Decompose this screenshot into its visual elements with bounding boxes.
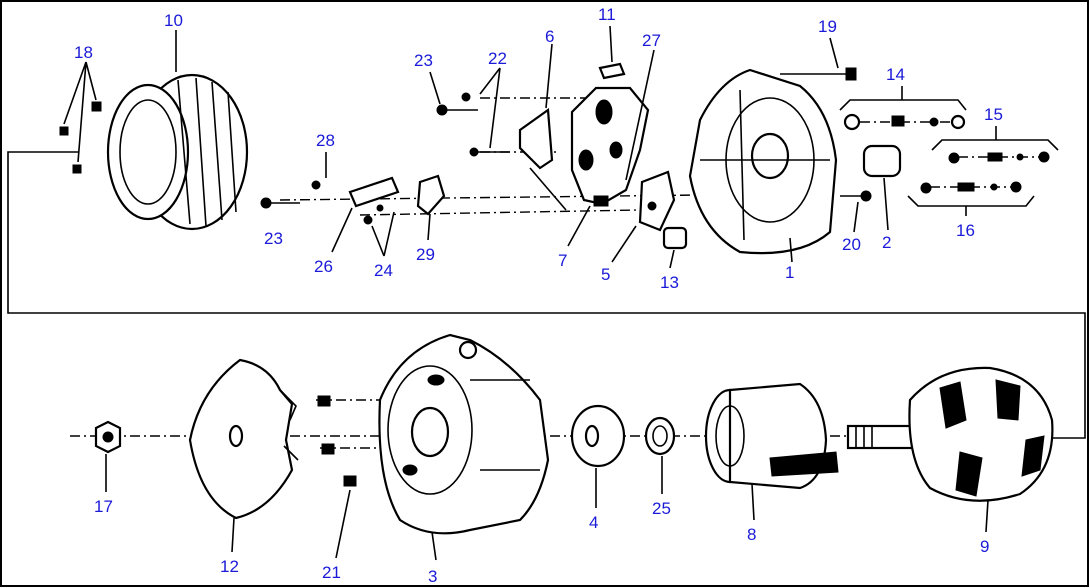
label-29: 29: [416, 245, 435, 264]
leader-27: [625, 49, 655, 181]
label-23-top: 23: [414, 51, 433, 70]
label-16: 16: [956, 221, 975, 240]
label-13: 13: [660, 273, 679, 292]
leader-2: [883, 177, 889, 231]
label-4: 4: [589, 513, 598, 532]
label-2: 2: [882, 233, 891, 252]
leader-29: [427, 213, 431, 241]
terminal-clip-part: [416, 174, 446, 216]
leader-lines: [63, 30, 177, 163]
nut-part: [311, 180, 321, 190]
upper-axis-line: [279, 194, 701, 201]
label-19: 19: [818, 17, 837, 36]
label-11: 11: [598, 5, 616, 24]
label-23-lower: 23: [264, 229, 283, 248]
sleeve-part: [862, 144, 902, 178]
label-14: 14: [886, 65, 905, 84]
label-18: 18: [74, 43, 93, 62]
label-21: 21: [322, 563, 341, 582]
leader-11: [609, 25, 613, 63]
bearing-part: [644, 416, 676, 456]
spacer-part: [570, 404, 626, 468]
leader-13: [669, 249, 675, 269]
assembly-connection-frame: [7, 151, 1086, 439]
leader-12: [231, 517, 235, 553]
leader-23-top: [429, 71, 441, 105]
stator-part: [106, 73, 249, 231]
bracket-part: [518, 107, 567, 211]
screws-upper-part: [436, 92, 510, 157]
label-8: 8: [747, 525, 756, 544]
stator-screws-part: [59, 101, 102, 174]
label-27: 27: [642, 31, 661, 50]
mounting-screws-part: [317, 395, 357, 487]
label-28: 28: [316, 131, 335, 150]
label-15: 15: [984, 105, 1003, 124]
leader-19: [829, 37, 839, 69]
through-bolt-part: [780, 67, 857, 81]
bushing-part: [662, 226, 688, 250]
label-10: 10: [164, 11, 183, 30]
leader-26: [331, 207, 353, 253]
label-20: 20: [842, 235, 861, 254]
leader-7: [567, 205, 591, 247]
leader-8: [751, 483, 755, 521]
leader-9: [985, 499, 989, 533]
label-22: 22: [488, 49, 507, 68]
label-26: 26: [314, 257, 333, 276]
label-17: 17: [94, 497, 113, 516]
label-7: 7: [558, 251, 567, 270]
rotor-part: [846, 366, 1054, 502]
label-3: 3: [428, 567, 437, 586]
leader-24: [371, 211, 395, 257]
upper-axis-line-2: [359, 209, 641, 216]
leader-3: [431, 531, 437, 561]
hardware-kit-15-part: [931, 139, 1059, 164]
field-coil-part: [704, 382, 839, 490]
screw-20-part: [840, 190, 872, 202]
leader-6: [545, 43, 553, 109]
label-1: 1: [785, 263, 794, 282]
washers-part: [363, 204, 384, 225]
terminal-part: [638, 170, 676, 232]
label-25: 25: [652, 499, 671, 518]
screw-part: [260, 197, 300, 209]
leader-21: [335, 489, 351, 559]
leader-5: [611, 225, 637, 263]
hardware-kit-16-part: [907, 181, 1035, 207]
rectifier-assembly-part: [570, 62, 650, 207]
slip-ring-end-housing-part: [688, 68, 838, 255]
leader-22: [479, 67, 501, 149]
fan-part: [188, 358, 299, 520]
insulator-part: [348, 176, 400, 208]
drive-end-housing-part: [378, 333, 550, 535]
label-24: 24: [374, 261, 393, 280]
hardware-kit-14-part: [839, 99, 967, 131]
pulley-nut-part: [94, 420, 122, 454]
leader-20: [853, 201, 859, 233]
label-12: 12: [220, 557, 239, 576]
label-5: 5: [601, 265, 610, 284]
label-9: 9: [980, 537, 989, 556]
label-6: 6: [545, 27, 554, 46]
leader-1: [789, 237, 793, 263]
part-number-labels: 1 2 3 4 5 6 7 8 9 10 11 12 13 14 15 16 1…: [74, 5, 1003, 586]
